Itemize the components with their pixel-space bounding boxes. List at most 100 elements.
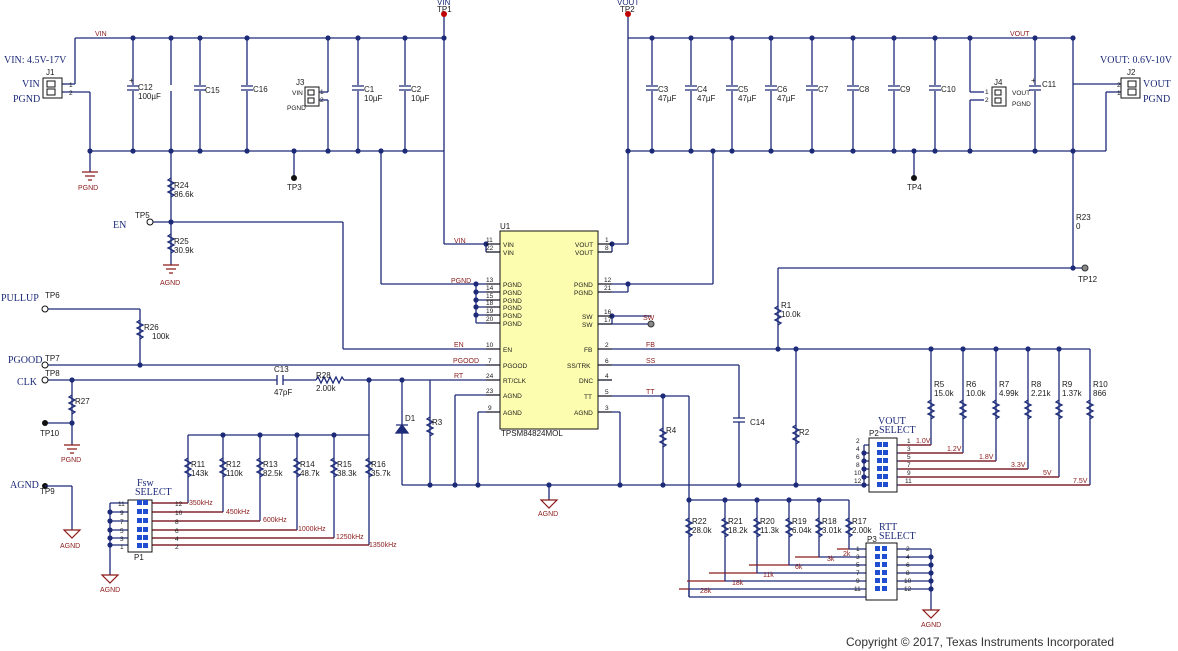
svg-text:3.3V: 3.3V <box>1011 462 1026 469</box>
svg-text:2: 2 <box>175 544 179 551</box>
svg-text:10µF: 10µF <box>411 94 430 103</box>
svg-text:SW: SW <box>582 314 593 321</box>
svg-text:R23: R23 <box>1076 213 1091 222</box>
tp1-label: TP1 <box>437 5 452 14</box>
svg-text:9: 9 <box>120 510 124 517</box>
svg-text:2: 2 <box>985 97 989 104</box>
svg-text:1.2V: 1.2V <box>947 446 962 453</box>
svg-text:R1: R1 <box>781 301 792 310</box>
svg-text:7: 7 <box>120 519 124 526</box>
tp2-label: TP2 <box>620 5 635 14</box>
svg-text:C12: C12 <box>138 83 153 92</box>
tp10-label: TP10 <box>40 429 60 438</box>
ic-net-vin: VIN <box>454 238 466 245</box>
output-cap-wires <box>651 38 1036 178</box>
svg-text:R11: R11 <box>191 460 206 469</box>
svg-text:PGND: PGND <box>503 313 522 320</box>
ic-u1-part: TPSM84824MOL <box>501 429 563 438</box>
svg-text:C7: C7 <box>818 85 829 94</box>
svg-text:PGND: PGND <box>503 305 522 312</box>
select-annotations <box>152 444 1090 590</box>
tp2-net: VOUT <box>617 0 639 7</box>
svg-text:VOUT: VOUT <box>575 242 593 249</box>
svg-text:1: 1 <box>856 546 860 553</box>
tp4-label: TP4 <box>907 183 922 192</box>
net-vout-top: VOUT <box>1010 31 1030 38</box>
svg-text:PGND: PGND <box>574 290 593 297</box>
svg-text:35.7k: 35.7k <box>371 469 392 478</box>
ic-net-tt: TT <box>646 389 655 396</box>
svg-text:1: 1 <box>69 82 73 89</box>
svg-text:C6: C6 <box>777 85 788 94</box>
svg-text:VIN: VIN <box>503 242 514 249</box>
svg-text:SS/TRK: SS/TRK <box>567 363 591 370</box>
tp7-label: TP7 <box>45 354 60 363</box>
svg-text:4: 4 <box>175 536 179 543</box>
svg-text:C16: C16 <box>253 85 268 94</box>
sw-net-label: SW <box>643 315 655 322</box>
svg-text:C13: C13 <box>274 365 289 374</box>
rtt-select-ref: P3 <box>867 535 877 544</box>
svg-text:3k: 3k <box>827 556 835 563</box>
rtt-select-network <box>684 499 932 610</box>
svg-text:2.00k: 2.00k <box>852 526 873 535</box>
fsw-select-freqs: 350kHz 450kHz 600kHz 1000kHz 1250kHz 135… <box>189 500 397 549</box>
svg-text:18.2k: 18.2k <box>728 526 749 535</box>
svg-text:28k: 28k <box>700 588 712 595</box>
svg-text:R24: R24 <box>174 181 189 190</box>
net-agnd-fsw: AGND <box>100 587 120 594</box>
svg-text:7: 7 <box>907 462 911 469</box>
svg-text:47pF: 47pF <box>274 388 292 397</box>
en-left-label: EN <box>113 220 126 231</box>
svg-text:R9: R9 <box>1062 380 1073 389</box>
clk-label: CLK <box>17 377 38 388</box>
svg-text:12: 12 <box>175 501 183 508</box>
svg-text:18: 18 <box>486 300 494 307</box>
ic-net-pgnd: PGND <box>451 278 471 285</box>
vout-select-pins: 2 4 6 8 10 12 1 3 5 7 9 11 <box>854 438 912 485</box>
svg-text:143k: 143k <box>191 469 209 478</box>
svg-text:2.21k: 2.21k <box>1031 389 1052 398</box>
svg-text:2k: 2k <box>843 551 851 558</box>
vin-rail <box>60 14 500 253</box>
svg-text:C14: C14 <box>750 418 765 427</box>
svg-text:1: 1 <box>985 89 989 96</box>
svg-text:+: + <box>129 76 134 85</box>
svg-text:82.5k: 82.5k <box>263 469 284 478</box>
svg-text:1.8V: 1.8V <box>979 454 994 461</box>
tp12-label: TP12 <box>1078 275 1098 284</box>
ic-u1-pin-lines <box>486 243 612 413</box>
net-pgnd-r27: PGND <box>61 457 81 464</box>
header-bodies <box>127 437 898 601</box>
tp5-label: TP5 <box>135 211 150 220</box>
svg-text:2: 2 <box>1117 82 1121 89</box>
svg-text:10: 10 <box>904 578 912 585</box>
svg-text:110k: 110k <box>226 469 244 478</box>
svg-text:30.9k: 30.9k <box>174 246 195 255</box>
svg-text:2.00k: 2.00k <box>316 384 337 393</box>
svg-text:8: 8 <box>856 462 860 469</box>
svg-text:10µF: 10µF <box>364 94 383 103</box>
svg-text:R13: R13 <box>263 460 278 469</box>
svg-text:38.3k: 38.3k <box>337 469 358 478</box>
ground-symbols <box>62 171 941 619</box>
svg-text:3: 3 <box>605 405 609 412</box>
svg-text:C1: C1 <box>364 85 375 94</box>
svg-text:47µF: 47µF <box>697 94 716 103</box>
svg-text:7: 7 <box>488 358 492 365</box>
svg-text:C9: C9 <box>900 85 911 94</box>
svg-text:47µF: 47µF <box>658 94 677 103</box>
svg-text:R7: R7 <box>999 380 1010 389</box>
svg-text:C8: C8 <box>859 85 870 94</box>
svg-text:2: 2 <box>906 546 910 553</box>
svg-text:R14: R14 <box>300 460 315 469</box>
j1-label-vin: VIN <box>22 79 40 90</box>
svg-text:13: 13 <box>486 277 494 284</box>
j1-ref: J1 <box>46 68 55 77</box>
svg-text:2: 2 <box>69 90 73 97</box>
j4-label-pgnd: PGND <box>1012 101 1031 108</box>
svg-text:C2: C2 <box>411 85 422 94</box>
svg-text:R5: R5 <box>934 380 945 389</box>
